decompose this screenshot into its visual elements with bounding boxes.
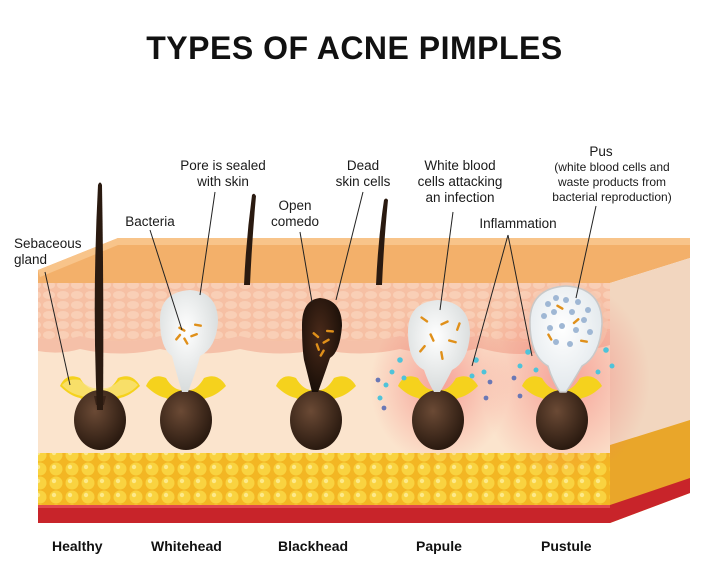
blackhead-hair-2 [376, 198, 388, 285]
papule-pimple [375, 300, 493, 450]
skin-top-surface [38, 238, 690, 283]
healthy-follicle [60, 182, 140, 450]
blackhead-hair-1 [244, 193, 256, 285]
type-whitehead: Whitehead [151, 538, 222, 554]
type-blackhead: Blackhead [278, 538, 349, 554]
whitehead-pimple [146, 290, 226, 450]
label-open-comedo: Open comedo [270, 198, 320, 229]
type-healthy: Healthy [52, 538, 103, 554]
label-sebaceous-gland: Sebaceous gland [14, 236, 82, 267]
label-pus-description: (white blood cells and waste products fr… [552, 160, 672, 204]
label-bacteria: Bacteria [125, 214, 175, 229]
label-dead-skin-cells: Dead skin cells [335, 158, 391, 189]
label-pus-title: Pus [589, 144, 613, 159]
type-pustule: Pustule [541, 538, 592, 554]
fat-layer [38, 453, 610, 505]
page-title: TYPES OF ACNE PIMPLES [146, 30, 563, 66]
type-papule: Papule [416, 538, 462, 554]
label-inflammation: Inflammation [479, 216, 557, 231]
blackhead-pimple [244, 193, 388, 450]
label-white-blood-cells: White blood cells attacking an infection [417, 158, 503, 205]
label-pore-sealed: Pore is sealed with skin [180, 158, 266, 189]
muscle-layer [38, 505, 610, 523]
pustule-pimple [511, 282, 615, 450]
healthy-hair [94, 182, 104, 410]
leader-lines [44, 191, 597, 386]
